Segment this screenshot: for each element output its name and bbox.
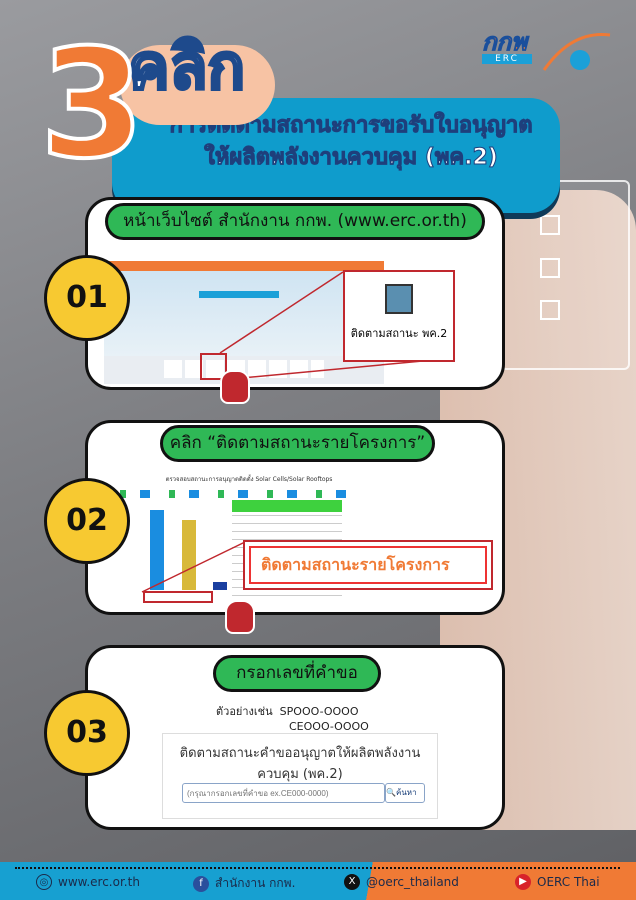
x-icon: X (344, 874, 360, 890)
progress-steps (120, 490, 365, 498)
bar-1 (150, 510, 164, 590)
hand-pointer-icon (220, 370, 250, 404)
bar-2 (182, 520, 196, 590)
footer-x[interactable]: X @oerc_thailand (344, 874, 459, 890)
highlight-box (200, 353, 227, 380)
zoom-status-pk2: ติดตามสถานะ พค.2 (343, 270, 455, 362)
step-1-number: 01 (44, 255, 130, 341)
example-label: ตัวอย่างเช่น (216, 705, 273, 718)
facebook-icon: f (193, 875, 209, 892)
footer-divider (15, 867, 620, 869)
checkbox-graphic (540, 300, 560, 320)
zoom-lines (141, 541, 246, 593)
example-text: ตัวอย่างเช่น SPOOO-OOOO CEOOO-OOOO (216, 702, 369, 733)
youtube-text: OERC Thai (537, 875, 600, 889)
example-1: SPOOO-OOOO (279, 705, 359, 718)
form-title-2: ควบคุม (พค.2) (257, 767, 343, 782)
site-hero (104, 271, 384, 356)
footer-facebook[interactable]: f สำนักงาน กกพ. (193, 874, 295, 893)
x-text: @oerc_thailand (366, 875, 459, 889)
globe-icon: ◎ (36, 874, 52, 890)
zoom-label: ติดตามสถานะ พค.2 (350, 327, 448, 340)
zoom-track-project: ติดตามสถานะรายโครงการ (243, 540, 493, 590)
checkbox-graphic (540, 215, 560, 235)
click-word: คลิก (126, 28, 246, 104)
step-2-number: 02 (44, 478, 130, 564)
bar-chart (145, 505, 235, 590)
step-3-heading: กรอกเลขที่คำขอ (213, 655, 381, 692)
step-2-heading: คลิก “ติดตามสถานะรายโครงการ” (160, 425, 435, 462)
step-3-number: 03 (44, 690, 130, 776)
erc-logo: กกพ ERC (482, 30, 612, 75)
logo-subtext: ERC (482, 54, 532, 64)
site-nav (104, 261, 384, 271)
facebook-text: สำนักงาน กกพ. (215, 876, 296, 890)
step-1-heading: หน้าเว็บไซต์ สำนักงาน กกพ. (www.erc.or.t… (105, 203, 485, 240)
bar-3 (213, 582, 227, 590)
footer-website[interactable]: ◎ www.erc.or.th (36, 874, 140, 890)
title-line-2: ให้ผลิตพลังงานควบคุม (พค.2) (204, 145, 499, 171)
chart-title: ตรวจสอบสถานะการอนุญาตติดตั้ง Solar Cells… (165, 476, 333, 483)
footer-youtube[interactable]: ▶ OERC Thai (515, 874, 600, 890)
example-2: CEOOO-OOOO (289, 720, 369, 733)
youtube-icon: ▶ (515, 874, 531, 890)
site-topbar (104, 250, 384, 261)
highlight-box (143, 591, 213, 603)
hero-banner (199, 291, 279, 298)
logo-swoosh-icon (542, 32, 611, 71)
form-title-1: ติดตามสถานะคำขออนุญาตให้ผลิตพลังงาน (179, 746, 421, 761)
click-word-bg (120, 45, 275, 125)
website-screenshot (104, 250, 384, 384)
checkbox-graphic (540, 258, 560, 278)
search-form: ติดตามสถานะคำขออนุญาตให้ผลิตพลังงาน ควบค… (162, 733, 438, 819)
hand-pointer-icon (225, 600, 255, 634)
big-step-number: 3 (38, 18, 146, 192)
search-icon: 🔍 (386, 788, 396, 797)
website-text: www.erc.or.th (58, 875, 140, 889)
document-search-icon (385, 284, 413, 314)
search-button[interactable]: 🔍ค้นหา (385, 783, 425, 803)
request-number-input[interactable] (182, 783, 385, 803)
logo-text: กกพ (482, 28, 528, 56)
search-label: ค้นหา (395, 788, 417, 797)
zoom-label: ติดตามสถานะรายโครงการ (249, 546, 487, 584)
